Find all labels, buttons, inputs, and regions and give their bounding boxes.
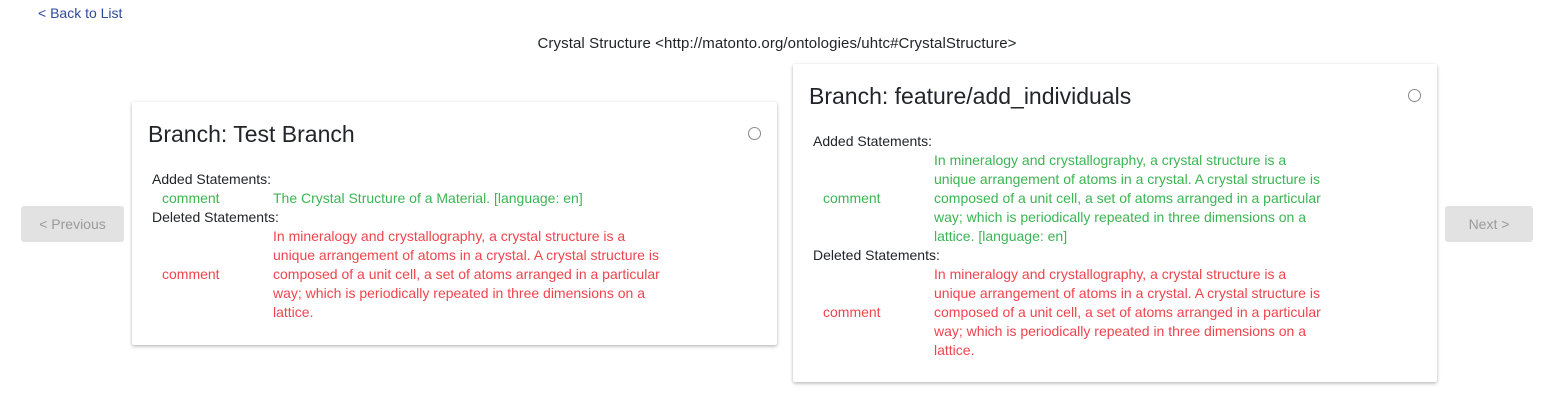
statement-predicate: comment	[823, 304, 881, 320]
statement-predicate: comment	[823, 190, 881, 206]
deleted-statements-label: Deleted Statements:	[813, 247, 940, 263]
added-statements-label: Added Statements:	[152, 171, 272, 187]
branch-title: Branch: Test Branch	[148, 121, 355, 147]
branch-changes: Added Statements: comment The Crystal St…	[152, 170, 669, 322]
next-button[interactable]: Next >	[1445, 206, 1533, 242]
select-radio-icon[interactable]	[1408, 89, 1421, 102]
statement-object: In mineralogy and crystallography, a cry…	[934, 152, 1321, 244]
branch-changes: Added Statements: comment In mineralogy …	[813, 132, 1330, 360]
added-statement-row: comment The Crystal Structure of a Mater…	[152, 189, 669, 208]
added-statements-label: Added Statements:	[813, 133, 933, 149]
statement-predicate: comment	[162, 266, 220, 282]
previous-button[interactable]: < Previous	[21, 206, 124, 242]
branch-card-feature-add-individuals[interactable]: Branch: feature/add_individuals Added St…	[793, 64, 1437, 382]
statement-predicate: comment	[162, 190, 220, 206]
statement-object: The Crystal Structure of a Material. [la…	[273, 190, 583, 206]
added-statement-row: comment In mineralogy and crystallograph…	[813, 151, 1330, 246]
entity-title: Crystal Structure <http://matonto.org/on…	[537, 35, 1017, 52]
branch-title: Branch: feature/add_individuals	[809, 83, 1132, 109]
deleted-statement-row: comment In mineralogy and crystallograph…	[813, 265, 1330, 360]
back-to-list-link[interactable]: < Back to List	[38, 5, 123, 21]
select-radio-icon[interactable]	[748, 127, 761, 140]
deleted-statements-label: Deleted Statements:	[152, 209, 279, 225]
statement-object: In mineralogy and crystallography, a cry…	[273, 228, 660, 320]
statement-object: In mineralogy and crystallography, a cry…	[934, 266, 1321, 358]
branch-card-test-branch[interactable]: Branch: Test Branch Added Statements: co…	[132, 102, 777, 345]
deleted-statement-row: comment In mineralogy and crystallograph…	[152, 227, 669, 322]
